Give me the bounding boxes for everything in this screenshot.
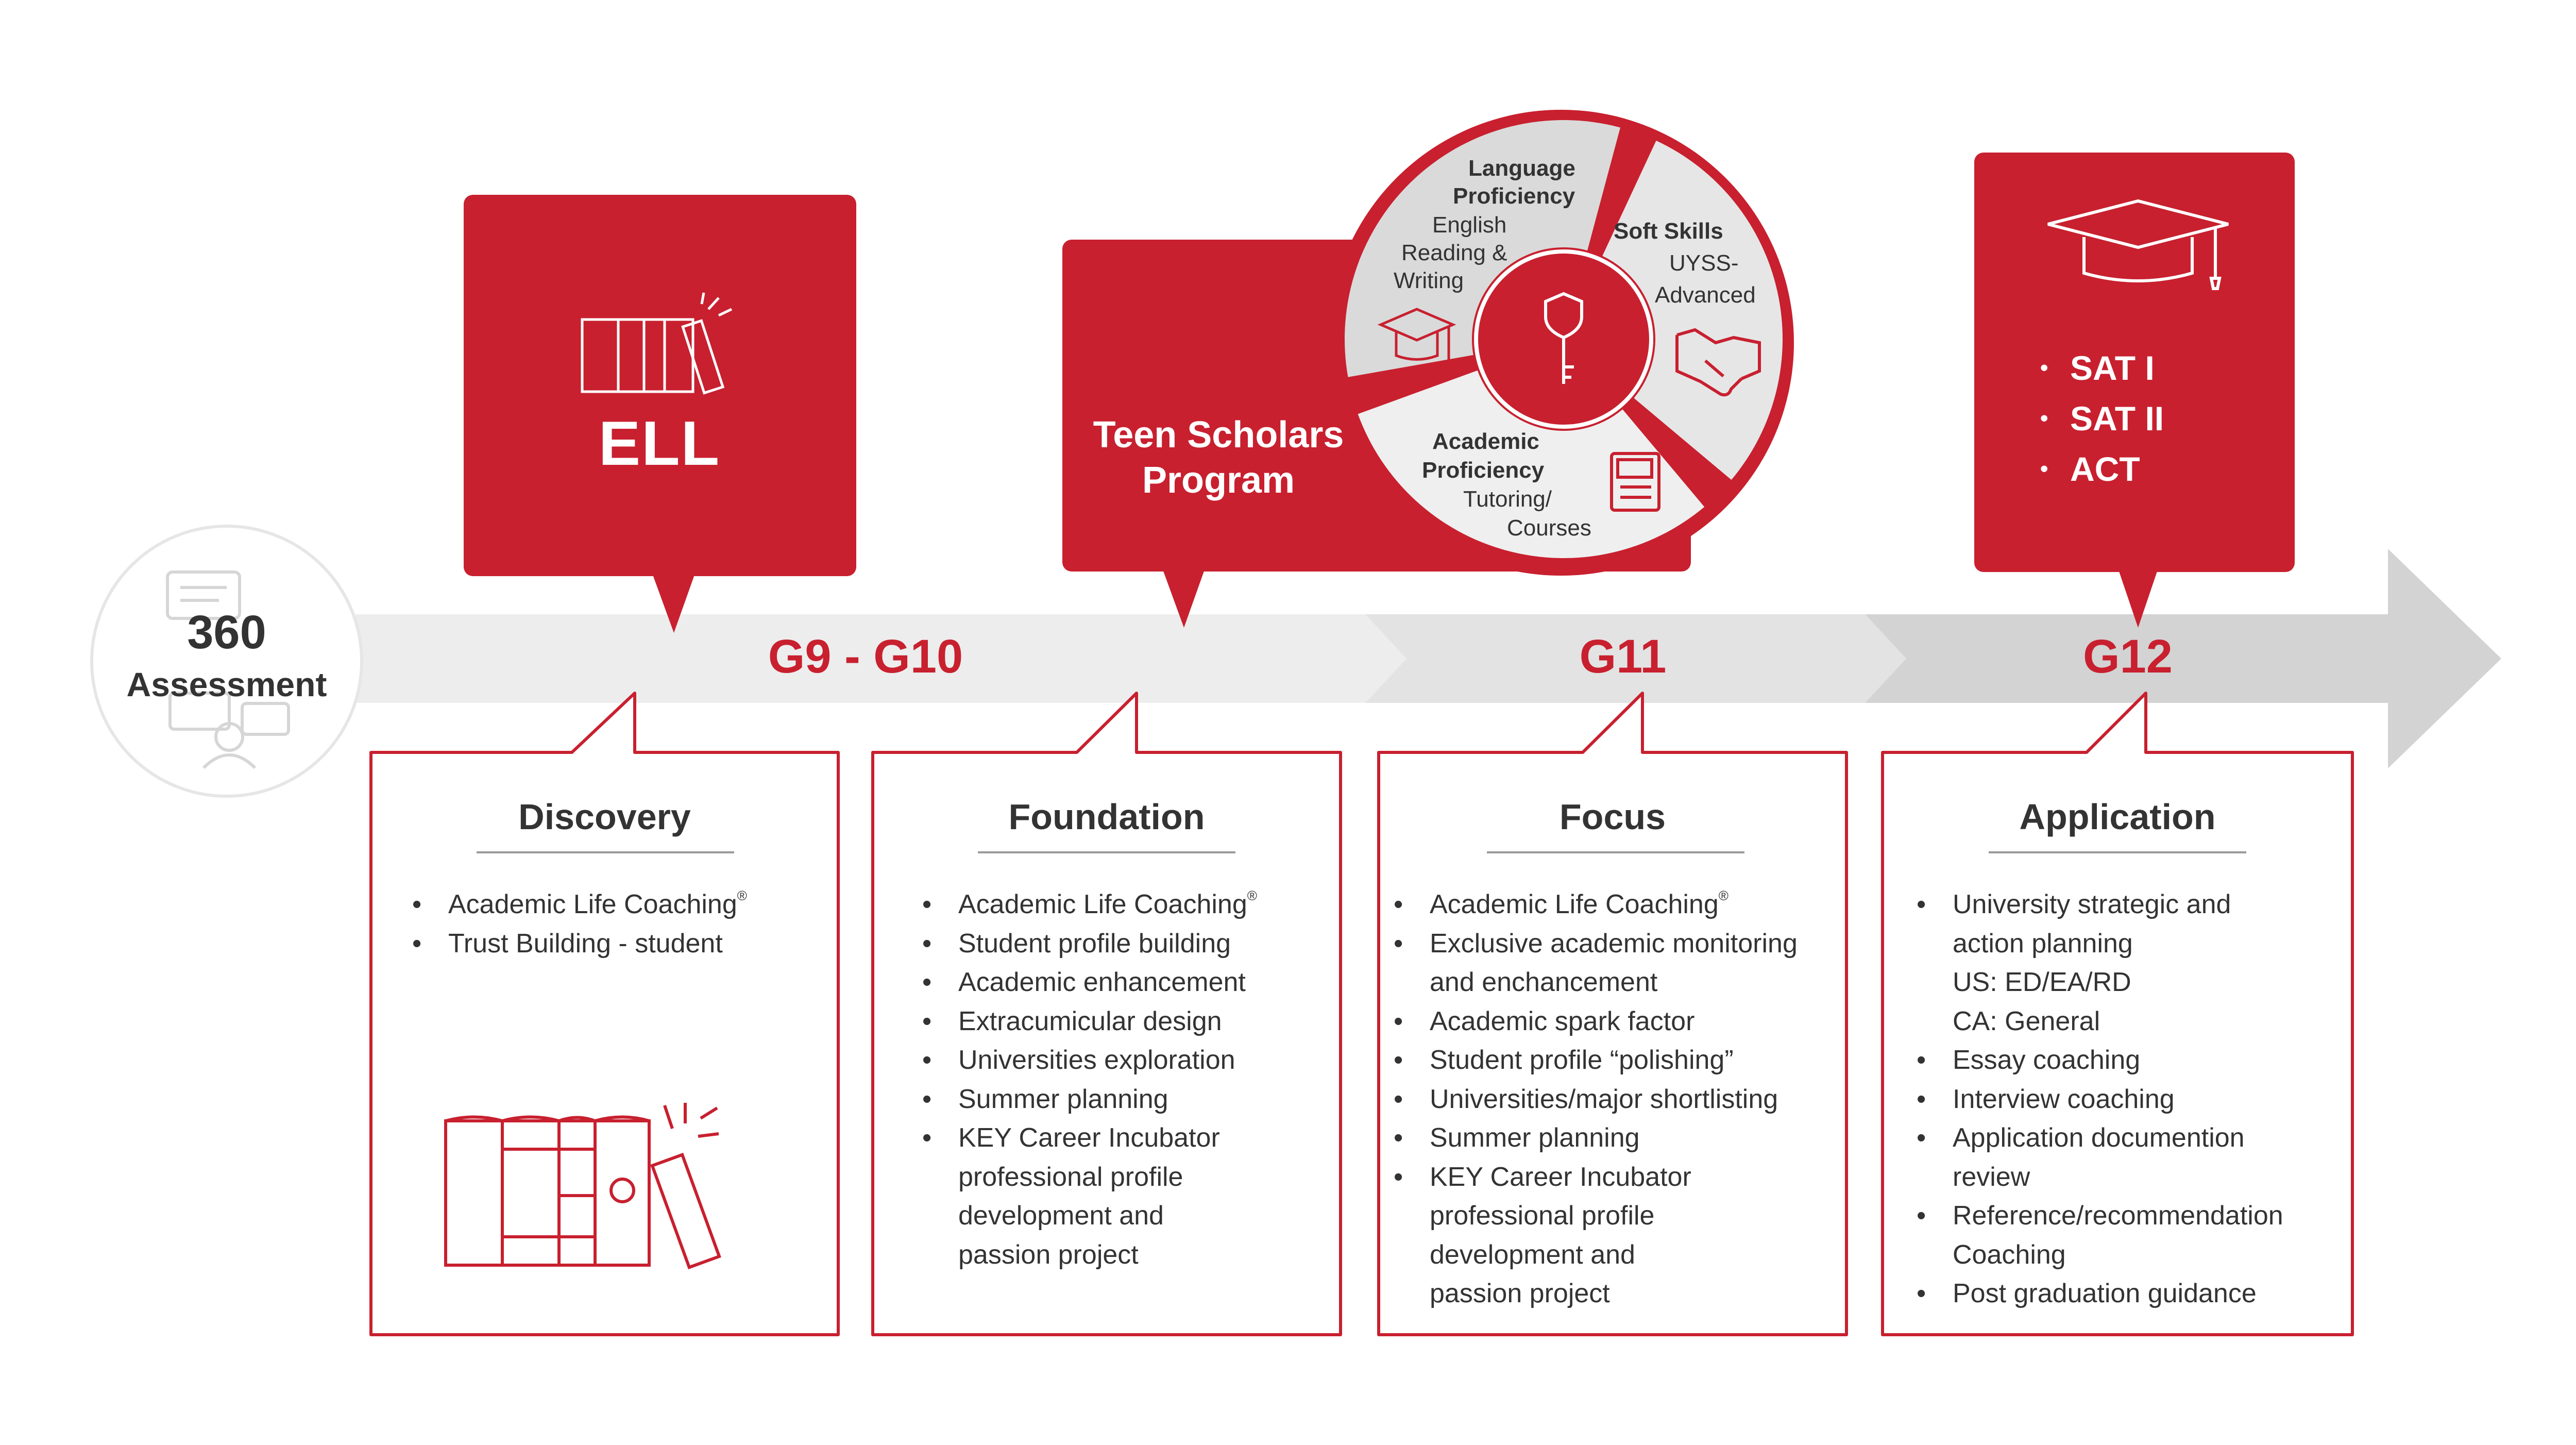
card-list-application: University strategic and action planning… [1917, 885, 2283, 1314]
list-item: Trust Building - student [412, 925, 747, 964]
arrow-segment-g12 [1865, 549, 2501, 768]
dictionary-icon [1610, 452, 1660, 512]
list-item-continued: action planning [1953, 928, 2133, 959]
assessment-label: Assessment [126, 665, 327, 703]
segment-academic-text1: Tutoring/ [1463, 486, 1552, 512]
list-item-continued: development and [1430, 1239, 1635, 1270]
list-item-continued: professional profile [958, 1162, 1183, 1192]
books-icon-small [581, 292, 733, 395]
list-item: Academic Life Coaching® [922, 885, 1257, 925]
key-icon [1544, 292, 1583, 384]
assessment-number: 360 [187, 606, 266, 659]
list-item-continued: review [1953, 1162, 2030, 1192]
wheel-segment-soft [1602, 140, 1783, 480]
scholars-wheel [1328, 110, 1794, 576]
list-item: KEY Career Incubator [922, 1119, 1257, 1158]
list-item-continued: passion project [958, 1239, 1139, 1270]
list-item: Academic spark factor [1394, 1002, 1798, 1041]
list-item: Essay coaching [1917, 1041, 2283, 1080]
card-list-foundation: Academic Life Coaching® Student profile … [922, 885, 1257, 1274]
list-item-continued: US: ED/EA/RD [1953, 967, 2131, 997]
list-item: Reference/recommendation [1917, 1197, 2283, 1236]
list-item: Academic enhancement [922, 963, 1257, 1002]
segment-academic-title1: Academic [1432, 429, 1539, 454]
teen-scholars-title-line2: Program [1142, 460, 1295, 501]
list-item: Summer planning [922, 1080, 1257, 1119]
ell-title: ELL [598, 408, 721, 478]
card-list-focus: Academic Life Coaching® Exclusive academ… [1394, 885, 1798, 1314]
card-title-focus: Focus [1559, 797, 1666, 837]
list-item-continued: passion project [1430, 1279, 1610, 1308]
card-rule-focus [1487, 851, 1744, 853]
list-item-continued: CA: General [1953, 1006, 2100, 1036]
list-item-continued: Coaching [1953, 1239, 2066, 1270]
graduation-cap-icon-small [1377, 308, 1456, 361]
handshake-icon [1675, 328, 1761, 397]
segment-language-title2: Proficiency [1453, 183, 1575, 209]
card-title-application: Application [2019, 797, 2216, 837]
segment-soft-text2: Advanced [1655, 282, 1756, 308]
list-item: Student profile building [922, 925, 1257, 964]
list-item: Application documention [1917, 1119, 2283, 1158]
list-item: University strategic and [1917, 885, 2283, 925]
arrow-segment-g9-g10 [355, 614, 1406, 703]
books-icon-large [444, 1103, 721, 1270]
card-rule-discovery [477, 851, 734, 853]
list-item: Exclusive academic monitoring [1394, 925, 1798, 964]
segment-language-text3: Writing [1394, 268, 1464, 293]
wheel-segment-language [1345, 120, 1620, 377]
card-list-discovery: Academic Life Coaching® Trust Building -… [412, 885, 747, 963]
arrow-segment-g11 [1365, 614, 1906, 703]
teen-scholars-title-line1: Teen Scholars [1093, 414, 1344, 456]
list-item-continued: professional profile [1430, 1201, 1655, 1231]
wheel-segments [1345, 120, 1783, 559]
segment-soft-title: Soft Skills [1614, 219, 1723, 244]
card-frame-application [1881, 692, 2354, 1336]
timeline-label-g11: G11 [1579, 630, 1667, 683]
ell-callout [464, 195, 856, 633]
segment-soft-text1: UYSS- [1669, 250, 1739, 276]
segment-language-text2: Reading & [1401, 240, 1507, 265]
list-item: Summer planning [1394, 1119, 1798, 1158]
segment-language-text1: English [1432, 212, 1507, 238]
segment-academic-title2: Proficiency [1422, 458, 1545, 483]
card-title-discovery: Discovery [518, 797, 691, 837]
segment-language-title1: Language [1468, 156, 1575, 181]
card-title-foundation: Foundation [1008, 797, 1205, 837]
list-item: Academic Life Coaching® [412, 885, 747, 925]
list-item: Universities exploration [922, 1041, 1257, 1080]
timeline-arrow [355, 549, 2501, 768]
graduation-cap-icon [2047, 199, 2229, 290]
assessment-icon [166, 570, 290, 769]
card-rule-foundation [978, 851, 1235, 853]
test-item: SAT II [2040, 393, 2164, 444]
timeline-label-g12: G12 [2083, 630, 2173, 683]
list-item-continued: and enchancement [1430, 967, 1658, 997]
list-item: Academic Life Coaching® [1394, 885, 1798, 925]
list-item: Post graduation guidance [1917, 1274, 2283, 1314]
list-item: Extracumicular design [922, 1002, 1257, 1041]
test-item: SAT I [2040, 343, 2164, 393]
card-rule-application [1989, 851, 2246, 853]
list-item-continued: development and [958, 1201, 1164, 1231]
assessment-badge [90, 525, 363, 798]
list-item: KEY Career Incubator [1394, 1158, 1798, 1197]
list-item: Universities/major shortlisting [1394, 1080, 1798, 1119]
segment-academic-text2: Courses [1507, 515, 1591, 541]
list-item: Interview coaching [1917, 1080, 2283, 1119]
teen-scholars-title: Teen Scholars Program [1066, 412, 1370, 503]
test-item: ACT [2040, 444, 2164, 494]
list-item: Student profile “polishing” [1394, 1041, 1798, 1080]
tests-list: SAT I SAT II ACT [2040, 343, 2164, 494]
card-frame-discovery [369, 692, 840, 1336]
timeline-label-g9-g10: G9 - G10 [768, 630, 963, 683]
